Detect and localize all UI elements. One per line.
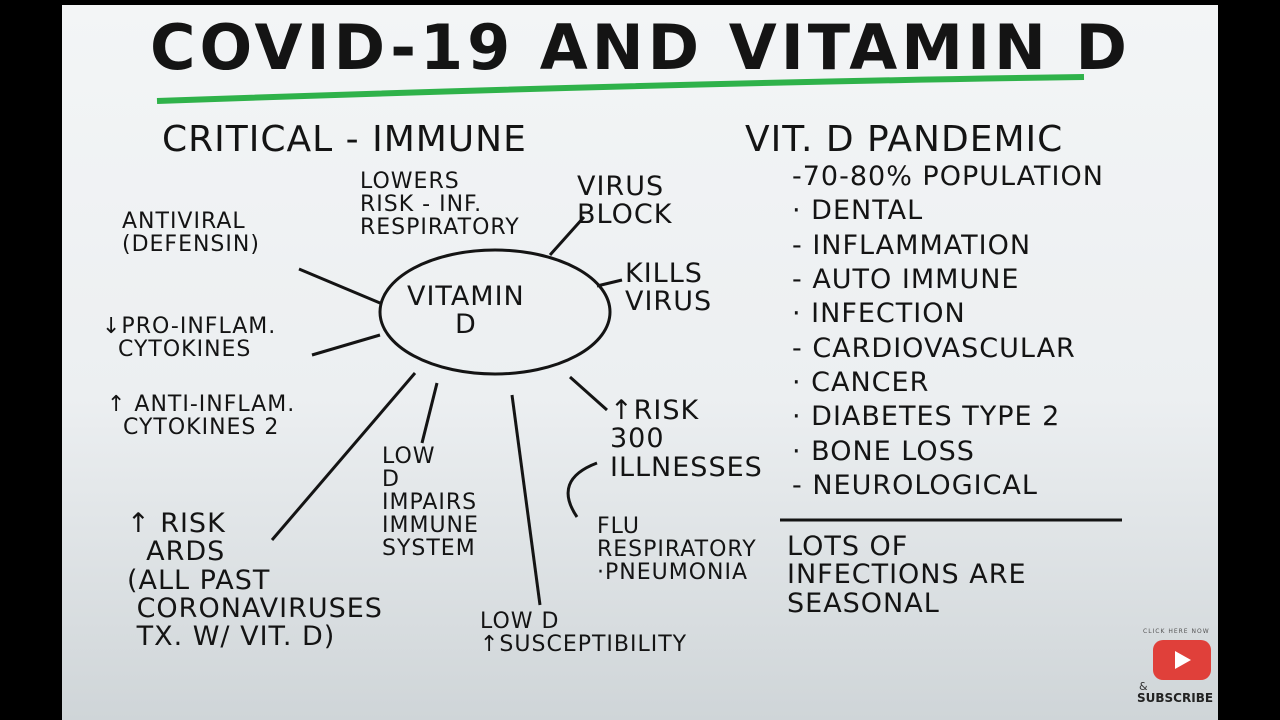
spoke-risk-300: ↑RISK 300 ILLNESSES [610, 395, 763, 483]
spoke-risk-ards: ↑ RISK ARDS (ALL PAST CORONAVIRUSES TX. … [127, 508, 383, 653]
spoke-antiviral: ANTIVIRAL (DEFENSIN) [122, 209, 260, 258]
center-label: VITAMIN D [407, 281, 525, 341]
list-item: - AUTO IMMUNE [792, 264, 1020, 296]
list-item: · CANCER [792, 367, 930, 399]
vitamin-d-circle [378, 248, 612, 376]
spoke-low-d-susceptibility: LOW D ↑SUSCEPTIBILITY [480, 609, 688, 658]
list-item: · DENTAL [792, 195, 924, 227]
spoke-pro-inflam: ↓PRO-INFLAM. CYTOKINES [102, 314, 277, 363]
flu-note: FLU RESPIRATORY ·PNEUMONIA [597, 514, 757, 586]
list-item: - CARDIOVASCULAR [792, 332, 1076, 364]
list-item: - INFLAMMATION [792, 229, 1032, 261]
list-item: - NEUROLOGICAL [792, 470, 1038, 502]
spoke-anti-inflam: ↑ ANTI-INFLAM. CYTOKINES 2 [107, 392, 296, 441]
pandemic-list: -70-80% POPULATION · DENTAL - INFLAMMATI… [792, 161, 1104, 506]
left-heading: CRITICAL - IMMUNE [162, 119, 527, 160]
diagram-lines [156, 74, 1122, 606]
title-underline [156, 74, 1085, 104]
page-title: COVID-19 AND VITAMIN D [150, 11, 1131, 84]
subscribe-text: SUBSCRIBE [1137, 691, 1214, 705]
list-item: -70-80% POPULATION [792, 161, 1104, 192]
youtube-play-icon[interactable] [1153, 640, 1211, 680]
whiteboard: COVID-19 AND VITAMIN D CRITICAL - IMMUNE… [62, 5, 1218, 720]
list-item: · INFECTION [792, 298, 966, 330]
list-item: · BONE LOSS [792, 435, 975, 467]
spoke-virus-block: VIRUS BLOCK [577, 171, 673, 231]
spoke-low-d-impairs: LOW D IMPAIRS IMMUNE SYSTEM [382, 444, 479, 562]
seasonal-note: LOTS OF INFECTIONS ARE SEASONAL [787, 531, 1027, 619]
right-heading: VIT. D PANDEMIC [745, 119, 1064, 160]
spoke-kills-virus: KILLS VIRUS [625, 258, 713, 318]
spoke-lowers-risk: LOWERS RISK - INF. RESPIRATORY [360, 169, 520, 241]
subscribe-overlay[interactable]: CLICK HERE NOW & SUBSCRIBE [1135, 625, 1218, 720]
list-item: · DIABETES TYPE 2 [792, 401, 1061, 433]
ampersand: & [1139, 680, 1149, 693]
click-here-text: CLICK HERE NOW [1143, 628, 1210, 635]
